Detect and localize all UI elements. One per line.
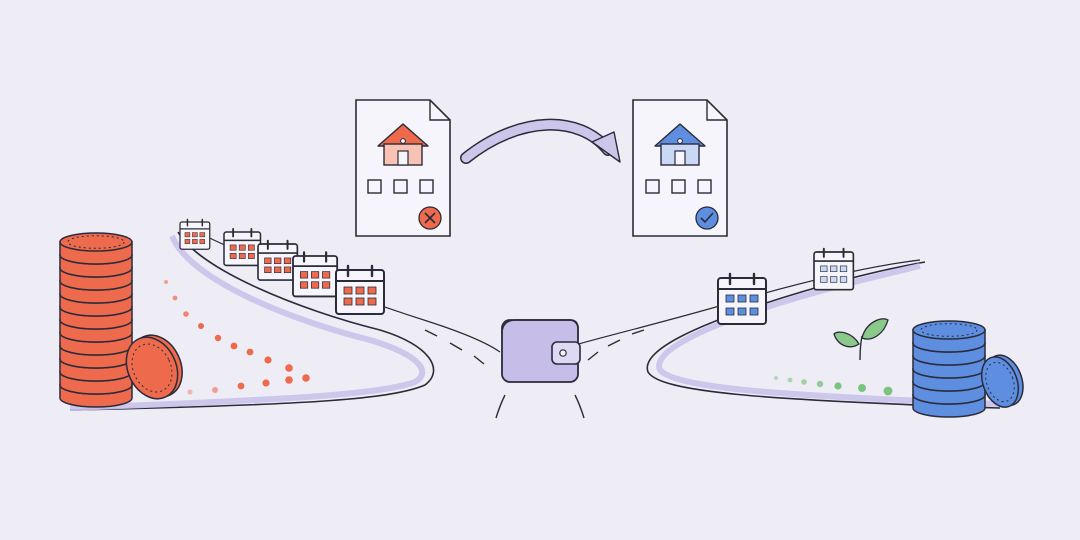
calendar-icon — [257, 239, 299, 281]
coral-dots-trail — [164, 280, 310, 395]
calendar-icon — [292, 251, 339, 298]
fork-dashes — [424, 329, 645, 419]
standing-coin — [980, 354, 1024, 408]
curved-arrow-icon — [460, 118, 621, 164]
standing-coin — [125, 334, 183, 400]
sprout-icon — [833, 318, 889, 361]
house-icon — [654, 123, 706, 166]
reject-badge-icon — [418, 206, 442, 230]
blue-calendars — [717, 247, 855, 325]
coin-top — [67, 235, 125, 249]
calendar-icon — [813, 247, 855, 291]
house-icon — [377, 123, 429, 166]
wallet-icon — [501, 319, 581, 383]
coin-layer — [59, 232, 133, 265]
coral-calendars — [179, 218, 385, 315]
coral-coin-stack-icon — [59, 232, 183, 408]
approve-badge-icon — [695, 206, 719, 230]
calendar-icon — [335, 264, 385, 315]
calendar-icon — [223, 228, 262, 267]
blue-coin-stack-icon — [912, 320, 1024, 418]
coin-layer — [912, 320, 986, 353]
calendar-icon — [179, 218, 211, 250]
calendar-icon — [717, 272, 767, 325]
document-house-rejected-icon — [355, 99, 451, 237]
document-house-approved-icon — [632, 99, 728, 237]
green-dots-trail — [774, 376, 893, 396]
